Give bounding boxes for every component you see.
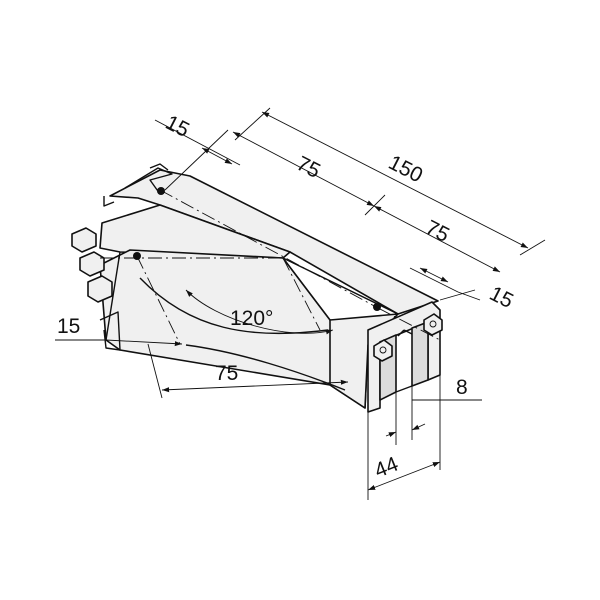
dim-label-8: 8 xyxy=(456,376,468,399)
channel-end-profile xyxy=(367,301,443,413)
dim-label-75-upper: 75 xyxy=(293,152,324,183)
dim-label-75-bottom: 75 xyxy=(215,362,238,385)
end-nut-left xyxy=(373,339,393,362)
left-bolt-top xyxy=(71,227,97,253)
dim-label-44: 44 xyxy=(371,452,402,482)
left-branch-ends xyxy=(71,163,169,351)
left-bolt-bottom xyxy=(87,275,113,303)
top-tab xyxy=(149,163,169,171)
channel-inner-right xyxy=(411,321,429,387)
dimension-lines xyxy=(55,107,546,500)
left-flange xyxy=(99,311,121,351)
dim-label-120-angle: 120° xyxy=(230,307,273,330)
left-bolt-middle xyxy=(79,251,105,277)
dim-label-150: 150 xyxy=(385,151,427,187)
dim-label-15-right: 15 xyxy=(486,282,517,313)
top-bolt-stub xyxy=(103,196,115,207)
dim-label-15-left: 15 xyxy=(57,315,80,338)
end-nut-right xyxy=(423,313,443,336)
top-lip xyxy=(124,167,173,195)
dim-label-75-right: 75 xyxy=(422,216,453,247)
hole-branch xyxy=(133,252,141,260)
